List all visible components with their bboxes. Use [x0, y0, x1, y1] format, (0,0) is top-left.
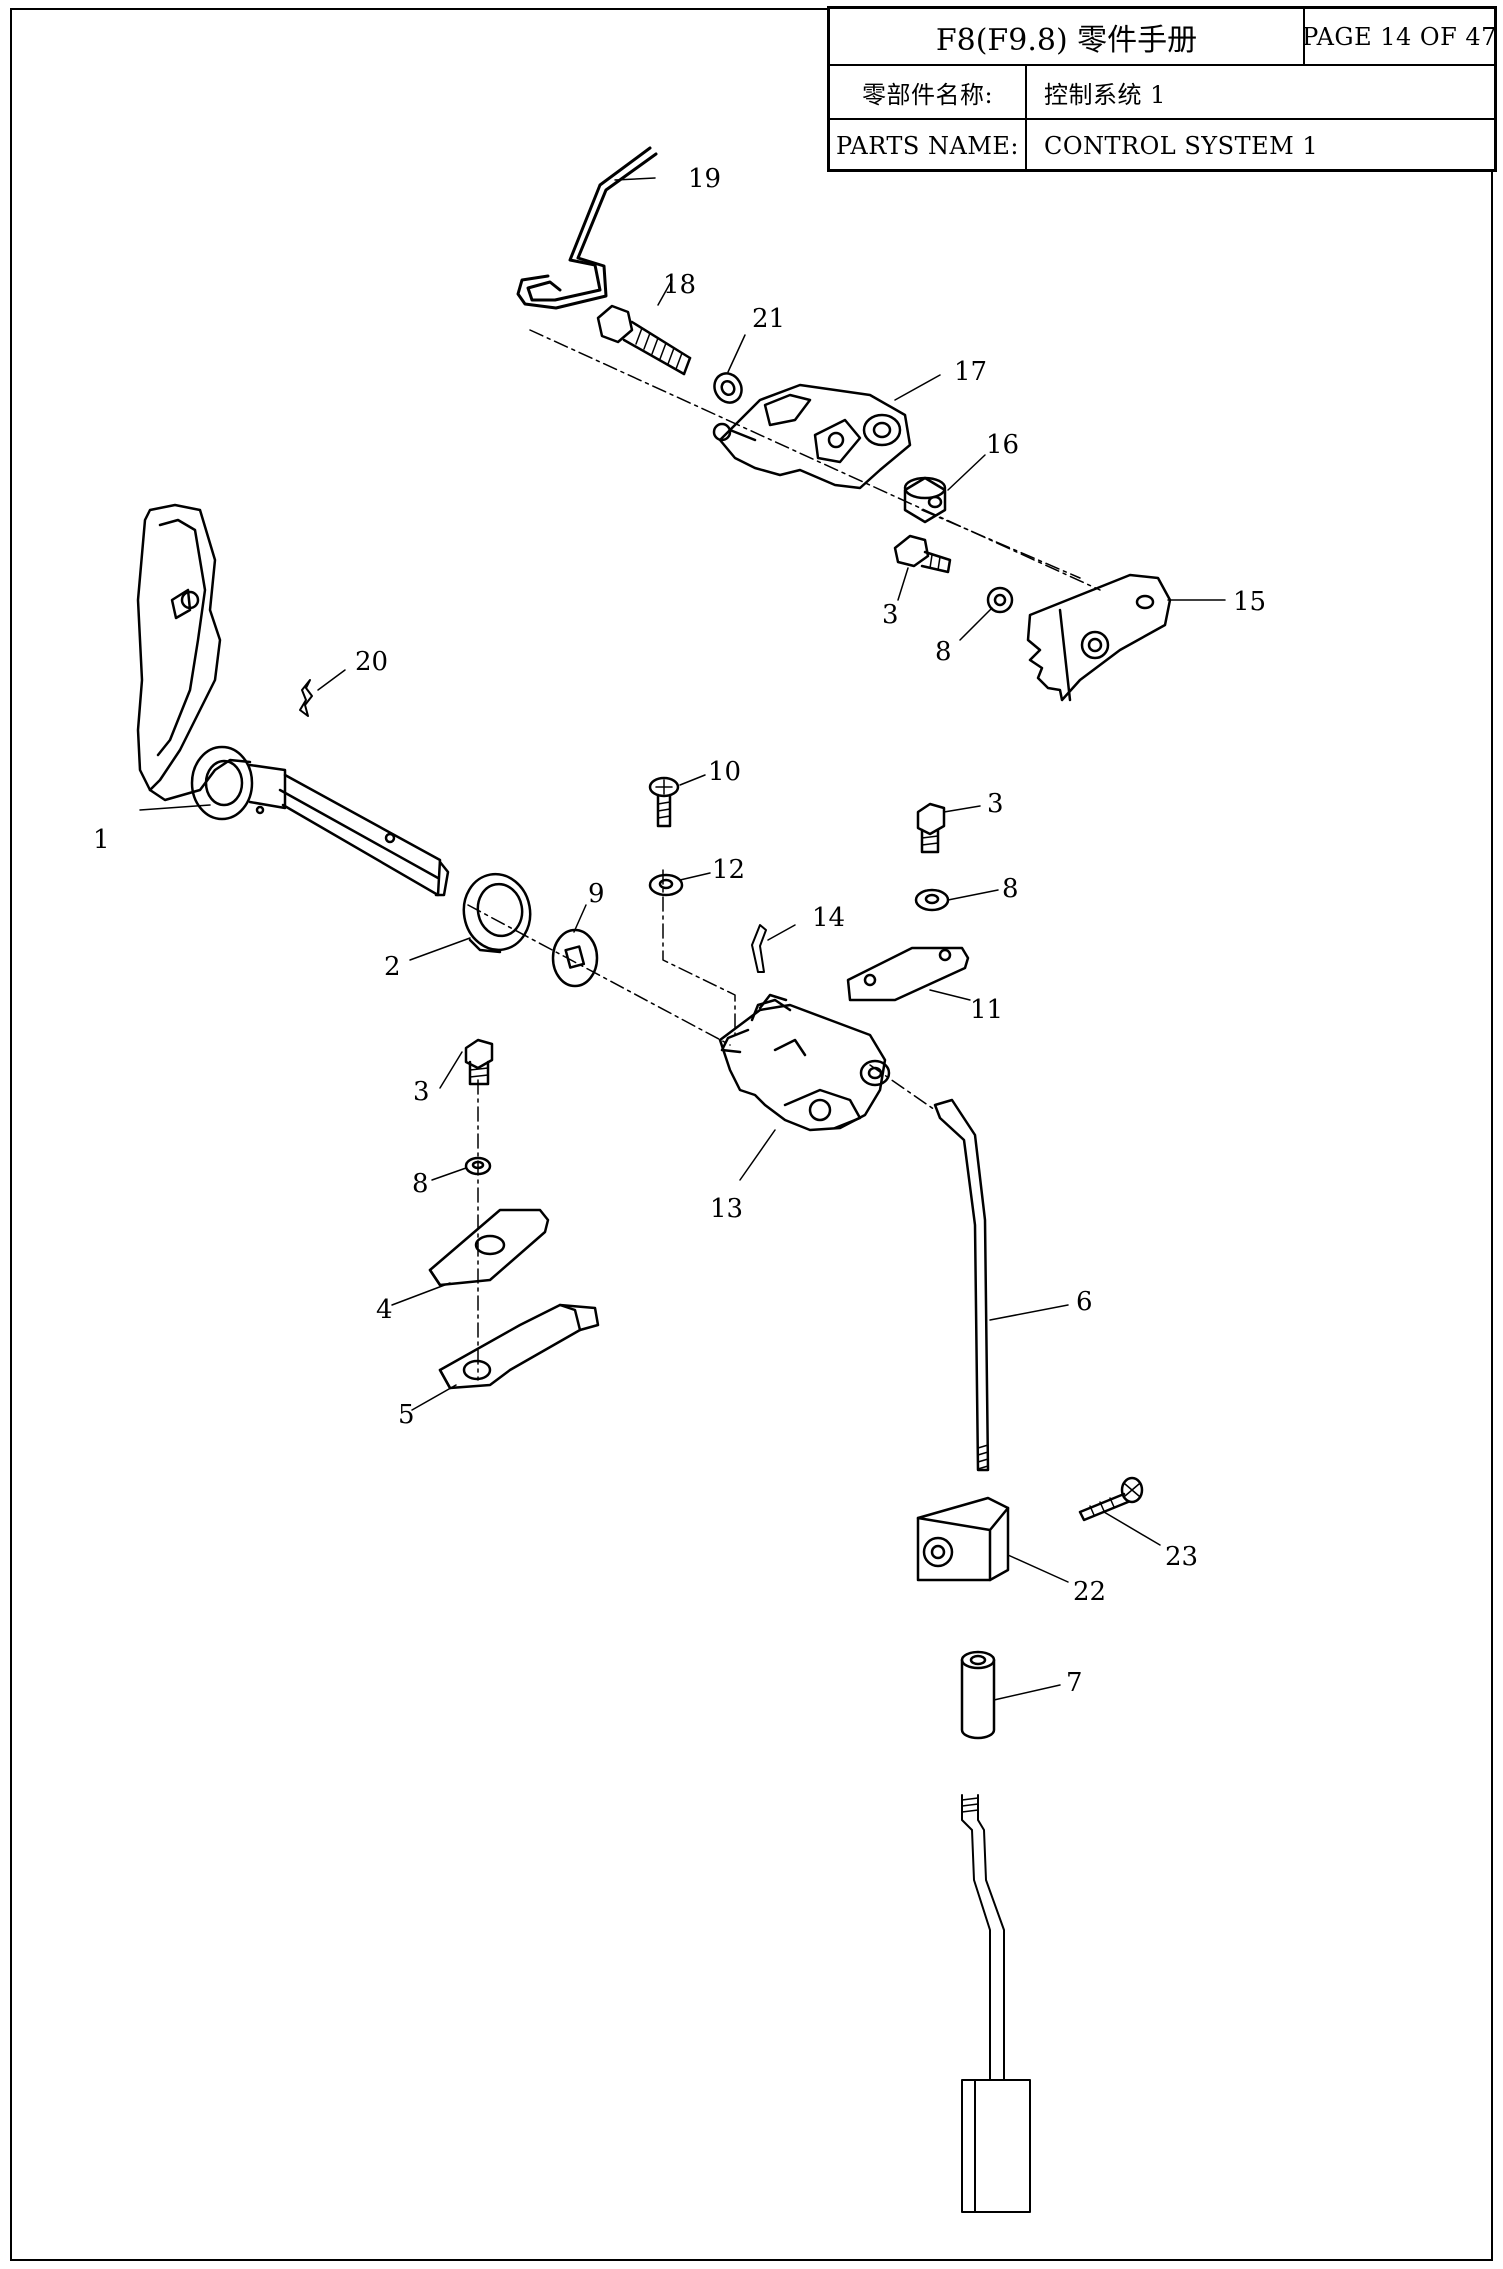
title-divider: [830, 118, 1494, 120]
parts-name-label-cn: 零部件名称:: [861, 80, 994, 109]
part-23-screw: [1078, 1476, 1144, 1522]
callout-18: 18: [663, 270, 696, 300]
callout-20: 20: [355, 647, 388, 677]
callout-23: 23: [1165, 1542, 1198, 1572]
part-18-bolt: [596, 304, 692, 376]
leader-lines: [139, 177, 1226, 1701]
callout-10: 10: [708, 757, 741, 787]
callout-15: 15: [1233, 587, 1266, 617]
title-divider: [1303, 9, 1305, 64]
callout-14: 14: [812, 903, 845, 933]
part-16-collar: [903, 476, 947, 524]
part-5-lock-plate: [438, 1303, 600, 1390]
parts-name-label-en: PARTS NAME:: [835, 131, 1019, 160]
part-7-sleeve: [960, 1650, 996, 1740]
part-3-bolt-right: [916, 802, 946, 854]
title-block: F8(F9.8) 零件手册 PAGE 14 OF 47 零部件名称: 控制系统 …: [827, 6, 1497, 172]
callout-5: 5: [398, 1400, 415, 1430]
part-12-washer: [648, 873, 684, 897]
page-number: PAGE 14 OF 47: [1302, 22, 1497, 51]
callout-11: 11: [970, 995, 1003, 1025]
part-19-wire-link: [516, 146, 658, 310]
manual-title: F8(F9.8) 零件手册: [935, 22, 1198, 58]
part-11-plate: [846, 946, 970, 1002]
part-15-bracket: [1026, 573, 1172, 702]
parts-name-value-en: CONTROL SYSTEM 1: [1044, 131, 1319, 160]
part-8-washer-right: [914, 888, 950, 912]
callout-6: 6: [1076, 1287, 1093, 1317]
part-8-washer-lower: [464, 1156, 492, 1176]
part-20-clip: [299, 679, 313, 717]
part-8-washer-upper: [986, 586, 1014, 614]
part-4-lock-plate: [428, 1208, 550, 1287]
callout-3-lower: 3: [413, 1077, 430, 1107]
part-10-screw: [648, 776, 680, 828]
lower-link-rod: [961, 1794, 1031, 2213]
callout-16: 16: [986, 430, 1019, 460]
callout-7: 7: [1066, 1668, 1083, 1698]
part-2-seal: [462, 872, 532, 954]
title-divider: [830, 64, 1494, 66]
callout-8-lower: 8: [412, 1169, 429, 1199]
callout-1: 1: [93, 825, 110, 855]
callout-3-right: 3: [987, 789, 1004, 819]
parts-name-value-cn: 控制系统 1: [1044, 80, 1166, 109]
part-22-connector-block: [916, 1496, 1010, 1582]
part-21-washer: [713, 372, 743, 404]
part-1-handle-shaft: [136, 503, 450, 897]
part-17-control-lever: [712, 383, 912, 490]
callout-labels: 1 2 3 3 3 4 5 6 7 8 8 8 9 10 11 12 13 14…: [93, 164, 1266, 1698]
part-6-rod: [933, 1098, 990, 1472]
part-3-bolt-lower: [464, 1038, 494, 1086]
callout-22: 22: [1073, 1577, 1106, 1607]
callout-12: 12: [712, 855, 745, 885]
callout-8-right: 8: [1002, 874, 1019, 904]
part-3-bolt-upper: [893, 534, 952, 574]
callout-19: 19: [688, 164, 721, 194]
part-14-split-pin: [751, 924, 767, 973]
title-divider: [1025, 64, 1027, 171]
part-9-washer: [551, 928, 599, 988]
callout-13: 13: [710, 1194, 743, 1224]
callout-21: 21: [752, 304, 785, 334]
drawing-border: [10, 8, 1493, 2261]
callout-4: 4: [376, 1295, 393, 1325]
callout-17: 17: [954, 357, 987, 387]
assembly-centerlines: [467, 329, 1101, 1381]
callout-2: 2: [384, 952, 401, 982]
part-13-control-lever: [718, 993, 891, 1132]
callout-3-upper: 3: [882, 600, 899, 630]
callout-8-upper: 8: [935, 637, 952, 667]
callout-9: 9: [588, 879, 605, 909]
